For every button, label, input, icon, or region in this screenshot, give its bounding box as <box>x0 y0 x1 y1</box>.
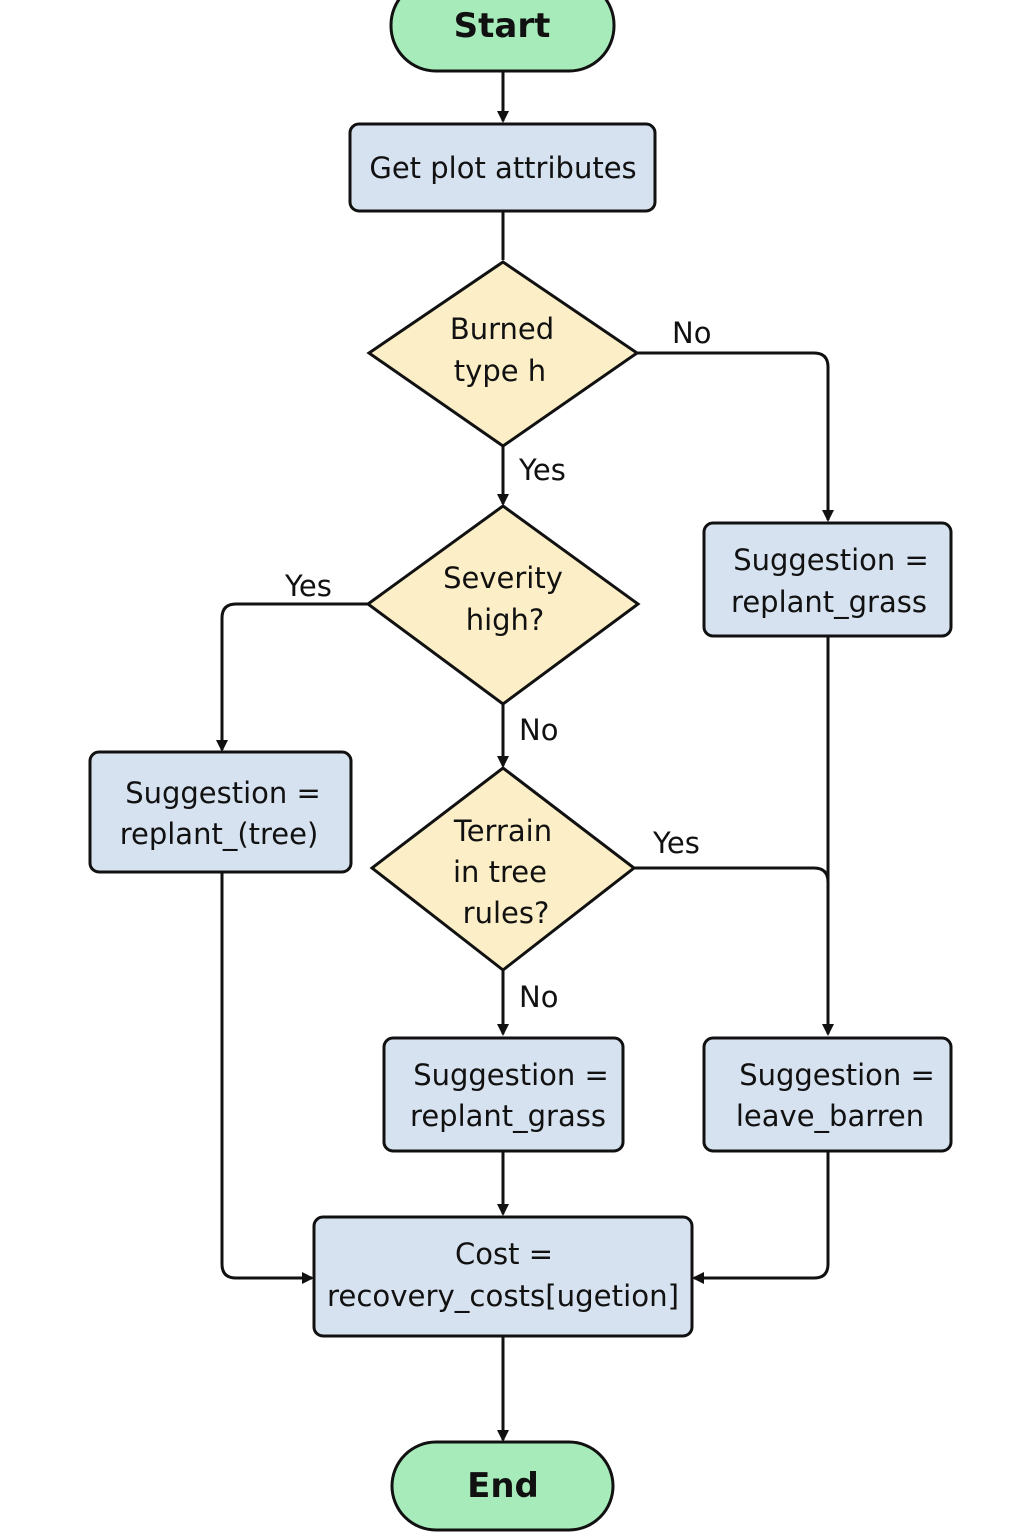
grass-right-line-2: replant_grass <box>731 585 927 619</box>
cost-line-1: Cost = <box>455 1237 553 1271</box>
start-label: Start <box>454 6 551 46</box>
edge-label-burned-no: No <box>672 316 711 350</box>
severity-line-1: Severity <box>443 561 563 595</box>
burned-type-decision: Burned type h <box>366 260 640 448</box>
suggestion-replant-tree: Suggestion = replant_(tree) <box>88 750 353 874</box>
get-attributes-label: Get plot attributes <box>369 151 636 185</box>
suggestion-replant-grass-center: Suggestion = replant_grass <box>382 1036 625 1153</box>
get-attributes-step: Get plot attributes <box>348 122 657 213</box>
edge-label-severity-no: No <box>519 713 558 747</box>
severity-high-decision: Severity high? <box>365 504 641 706</box>
edge-labels: No Yes Yes No Yes No <box>284 316 711 1014</box>
grass-right-line-1: Suggestion = <box>733 543 929 577</box>
terrain-line-3: rules? <box>463 896 550 930</box>
terrain-line-2: in tree <box>453 855 547 889</box>
end-terminal: End <box>390 1440 615 1532</box>
connector-tree-to-cost <box>220 872 314 1284</box>
burned-type-line-2: type h <box>454 354 546 388</box>
tree-line-1: Suggestion = <box>125 776 321 810</box>
terrain-line-1: Terrain <box>453 814 552 848</box>
terrain-rules-decision: Terrain in tree rules? <box>369 766 637 972</box>
barren-line-1: Suggestion = <box>739 1058 935 1092</box>
connector-burned-no <box>637 351 834 522</box>
connector-barren-to-cost <box>692 1151 830 1284</box>
grass-center-line-1: Suggestion = <box>413 1058 609 1092</box>
tree-line-2: replant_(tree) <box>120 817 319 851</box>
grass-center-line-2: replant_grass <box>410 1099 606 1133</box>
edge-label-severity-yes: Yes <box>284 569 332 603</box>
start-terminal: Start <box>389 0 616 73</box>
end-label: End <box>467 1466 539 1506</box>
burned-type-line-1: Burned <box>450 312 554 346</box>
connectors <box>216 72 834 1442</box>
connector-terrain-yes <box>634 866 830 883</box>
edge-label-burned-yes: Yes <box>518 453 566 487</box>
edge-label-terrain-yes: Yes <box>652 826 700 860</box>
connector-severity-yes <box>216 602 368 752</box>
suggestion-replant-grass-right: Suggestion = replant_grass <box>702 521 953 638</box>
barren-line-2: leave_barren <box>736 1099 924 1133</box>
suggestion-leave-barren: Suggestion = leave_barren <box>702 1036 953 1153</box>
cost-step: Cost = recovery_costs[ugetion] <box>312 1215 694 1338</box>
cost-line-2: recovery_costs[ugetion] <box>327 1279 679 1313</box>
edge-label-terrain-no: No <box>519 980 558 1014</box>
severity-line-2: high? <box>466 603 545 637</box>
